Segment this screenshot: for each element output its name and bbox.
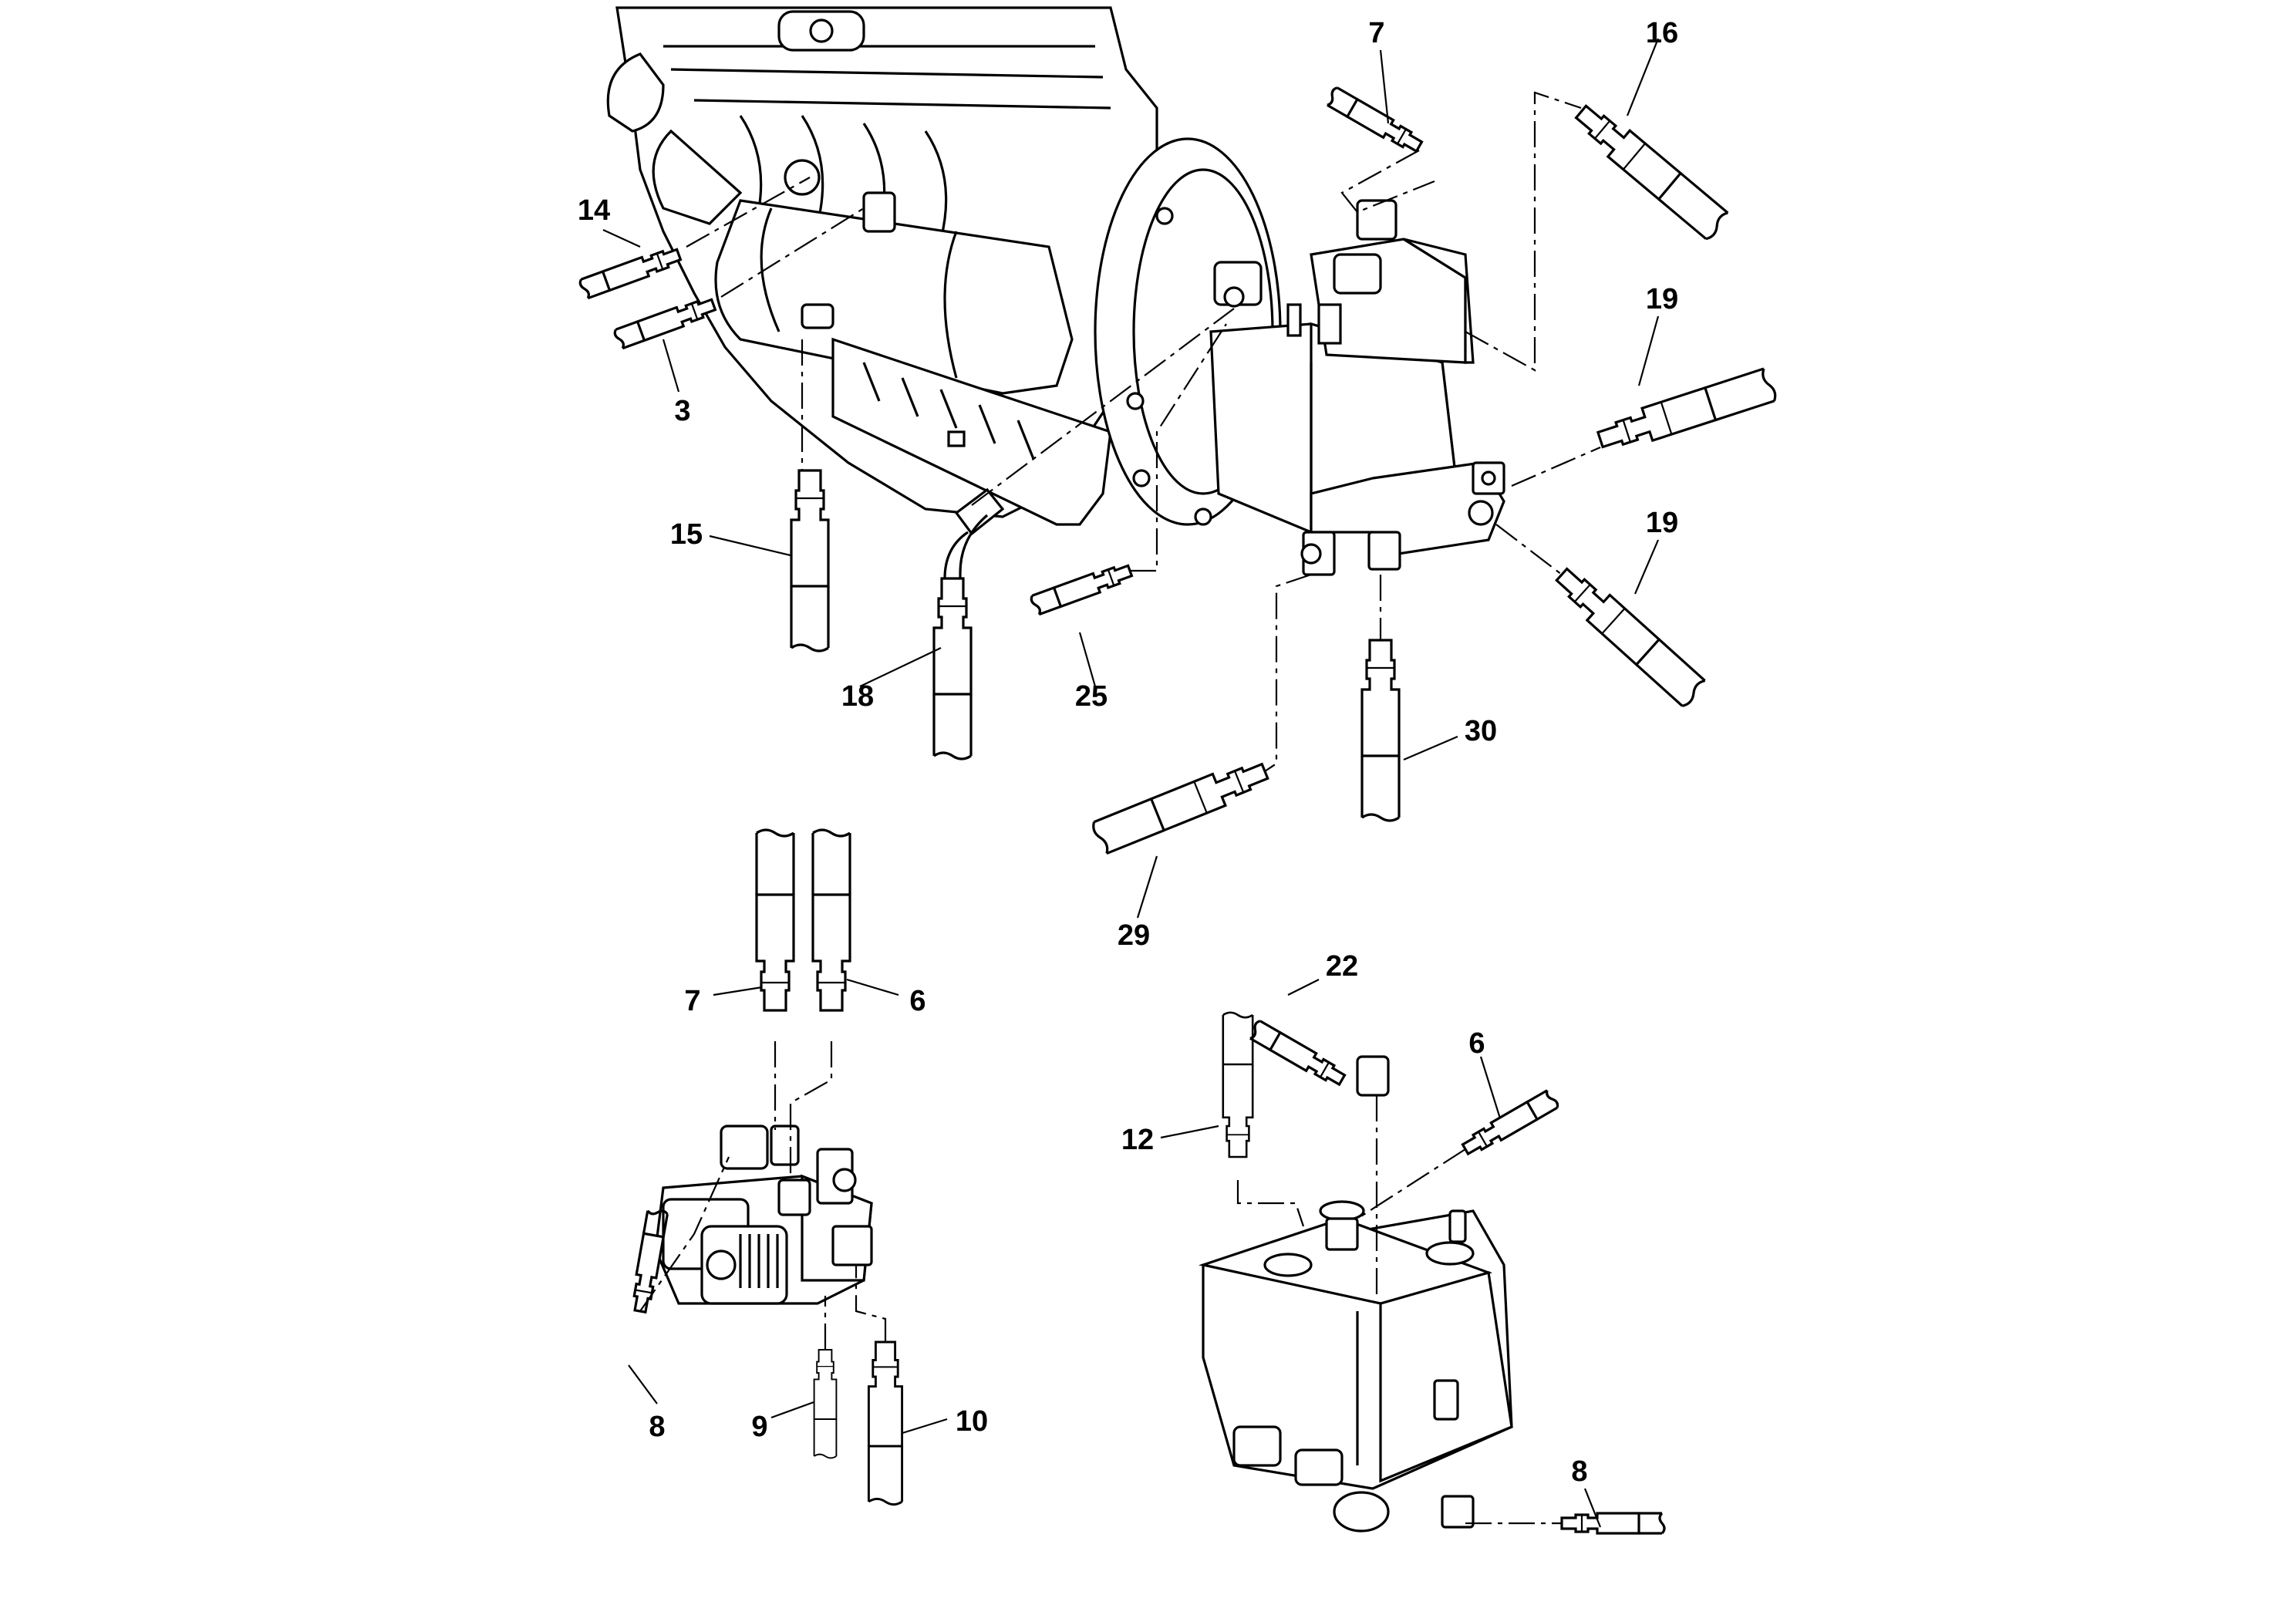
callout-16: 16: [1646, 17, 1678, 49]
callout-8-right-valve: 8: [1571, 1455, 1587, 1488]
callout-6-right-valve: 6: [1468, 1027, 1485, 1060]
callout-3: 3: [674, 395, 690, 427]
callout-29: 29: [1118, 919, 1150, 952]
callout-30: 30: [1465, 715, 1497, 747]
callout-8-left-valve: 8: [649, 1411, 665, 1443]
callout-14: 14: [578, 194, 610, 227]
callout-19-b: 19: [1646, 507, 1678, 539]
valve-block-left: [654, 1125, 873, 1305]
callout-7-left-valve: 7: [684, 985, 700, 1017]
callout-12: 12: [1121, 1124, 1154, 1156]
callout-15: 15: [670, 518, 703, 551]
callout-10: 10: [956, 1405, 988, 1438]
callout-25: 25: [1075, 680, 1108, 713]
callout-18: 18: [841, 680, 874, 713]
callout-9: 9: [751, 1411, 767, 1443]
callout-6-left-valve: 6: [909, 985, 925, 1017]
valve-block-right: [1198, 1200, 1513, 1533]
callout-22: 22: [1326, 950, 1358, 983]
callout-7-top: 7: [1368, 17, 1384, 49]
engine-pump-assembly: [606, 6, 1505, 576]
callout-19-a: 19: [1646, 283, 1678, 315]
